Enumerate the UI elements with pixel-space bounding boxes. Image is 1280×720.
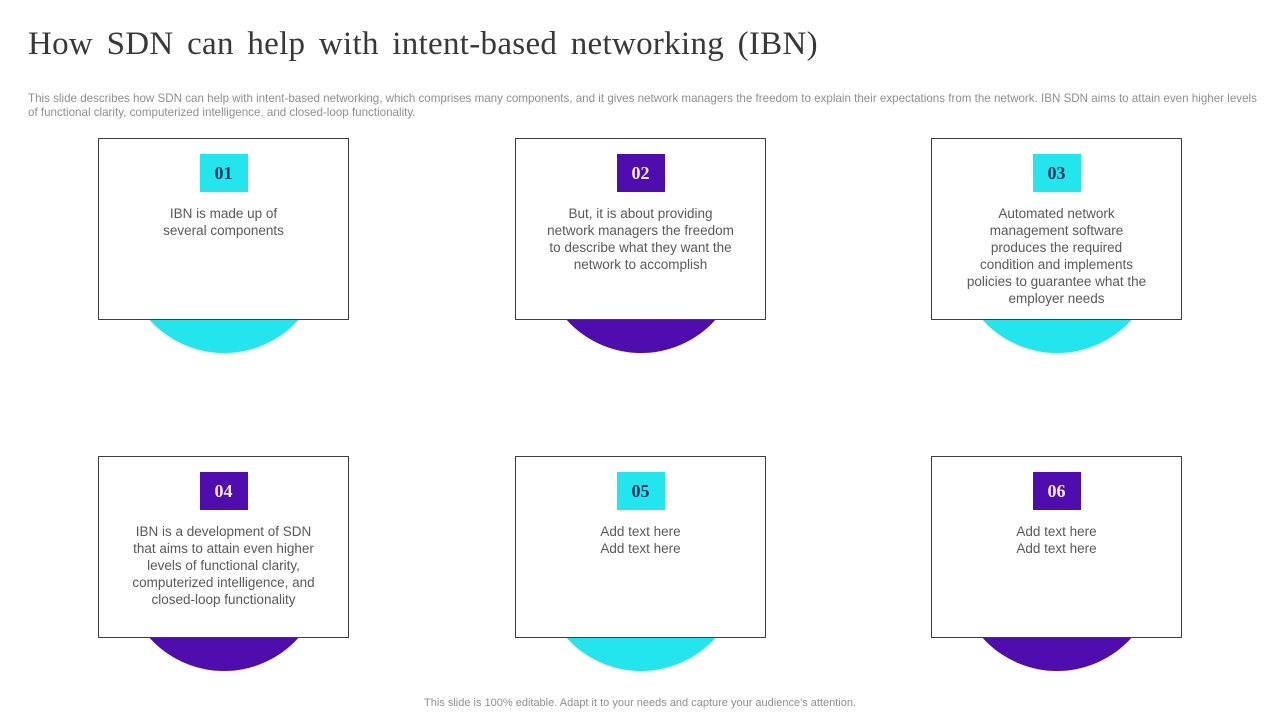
number-badge: 01 bbox=[199, 154, 248, 192]
card-box[interactable]: 03 Automated network management software… bbox=[931, 138, 1182, 320]
card-box[interactable]: 04 IBN is a development of SDN that aims… bbox=[98, 456, 349, 638]
card-box[interactable]: 06 Add text here Add text here bbox=[931, 456, 1182, 638]
number-badge: 05 bbox=[616, 472, 665, 510]
card-01[interactable]: 01 IBN is made up of several components bbox=[98, 138, 349, 353]
card-05[interactable]: 05 Add text here Add text here bbox=[515, 456, 766, 671]
card-text[interactable]: Add text here Add text here bbox=[1016, 524, 1097, 556]
card-text[interactable]: Automated network management software pr… bbox=[966, 206, 1147, 306]
card-box[interactable]: 01 IBN is made up of several components bbox=[98, 138, 349, 320]
card-04[interactable]: 04 IBN is a development of SDN that aims… bbox=[98, 456, 349, 671]
number-badge: 03 bbox=[1032, 154, 1081, 192]
footer-note[interactable]: This slide is 100% editable. Adapt it to… bbox=[424, 697, 856, 709]
card-06[interactable]: 06 Add text here Add text here bbox=[931, 456, 1182, 671]
card-03[interactable]: 03 Automated network management software… bbox=[931, 138, 1182, 353]
card-02[interactable]: 02 But, it is about providing network ma… bbox=[515, 138, 766, 353]
page-title[interactable]: How SDN can help with intent-based netwo… bbox=[28, 26, 818, 62]
card-text[interactable]: IBN is a development of SDN that aims to… bbox=[132, 524, 315, 607]
slide-description[interactable]: This slide describes how SDN can help wi… bbox=[28, 92, 1257, 119]
card-text[interactable]: Add text here Add text here bbox=[600, 524, 681, 556]
number-badge: 02 bbox=[616, 154, 665, 192]
number-badge: 04 bbox=[199, 472, 248, 510]
card-text[interactable]: IBN is made up of several components bbox=[163, 206, 284, 238]
card-box[interactable]: 05 Add text here Add text here bbox=[515, 456, 766, 638]
card-box[interactable]: 02 But, it is about providing network ma… bbox=[515, 138, 766, 320]
card-text[interactable]: But, it is about providing network manag… bbox=[547, 206, 734, 272]
number-badge: 06 bbox=[1032, 472, 1081, 510]
